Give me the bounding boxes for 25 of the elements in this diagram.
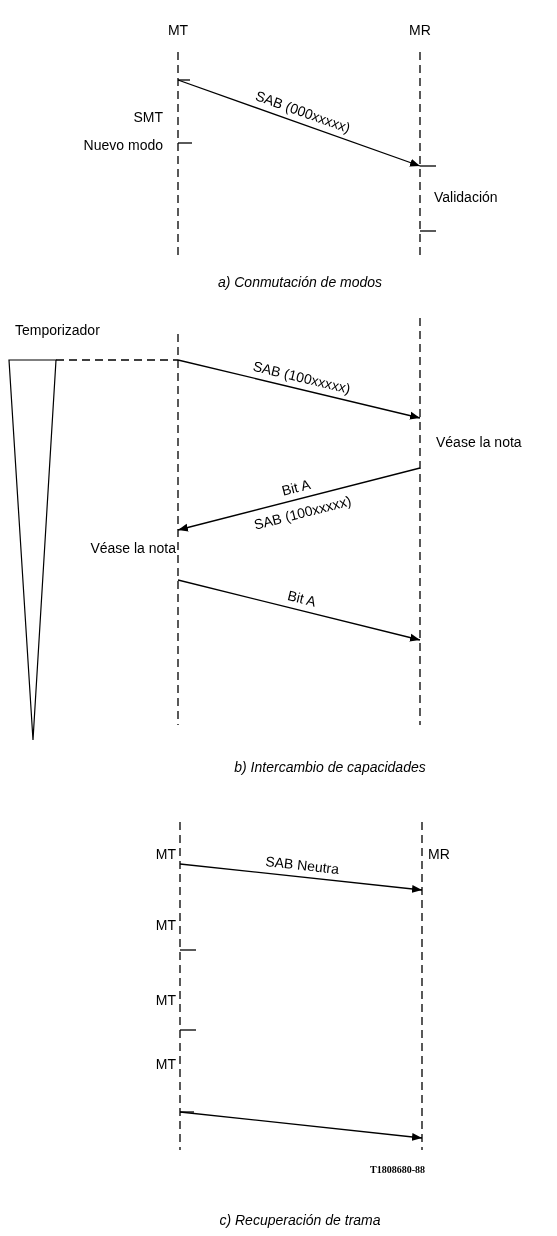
lifeline-label: MT — [167, 22, 189, 38]
message-arrow — [179, 863, 423, 893]
edge-label: SAB Neutra — [264, 854, 340, 876]
lifeline-label: MT — [155, 846, 176, 862]
message-arrow — [177, 579, 421, 642]
figure-caption: a) Conmutación de modos — [217, 275, 383, 289]
dashed-connector — [55, 359, 179, 361]
message-arrow — [177, 79, 421, 167]
message-arrow — [177, 467, 421, 532]
figure-caption: c) Recuperación de trama — [219, 1213, 381, 1227]
message-arrow — [177, 359, 421, 420]
lifeline — [177, 334, 179, 725]
message-arrow — [179, 1111, 423, 1141]
timer-label: Temporizador — [15, 322, 100, 338]
annotation-label: MT — [155, 918, 176, 932]
lifeline-label: MR — [409, 22, 431, 38]
lifeline — [419, 318, 421, 725]
edge-label: Bit A — [286, 588, 318, 609]
annotation-label: MT — [155, 993, 176, 1007]
lifeline — [421, 822, 450, 1150]
edge-label: Bit A — [280, 477, 312, 498]
lifeline-label: MR — [428, 846, 450, 862]
figure-caption: b) Intercambio de capacidades — [234, 760, 426, 774]
annotation-label: MT — [155, 1057, 176, 1071]
lifeline — [155, 822, 181, 1150]
